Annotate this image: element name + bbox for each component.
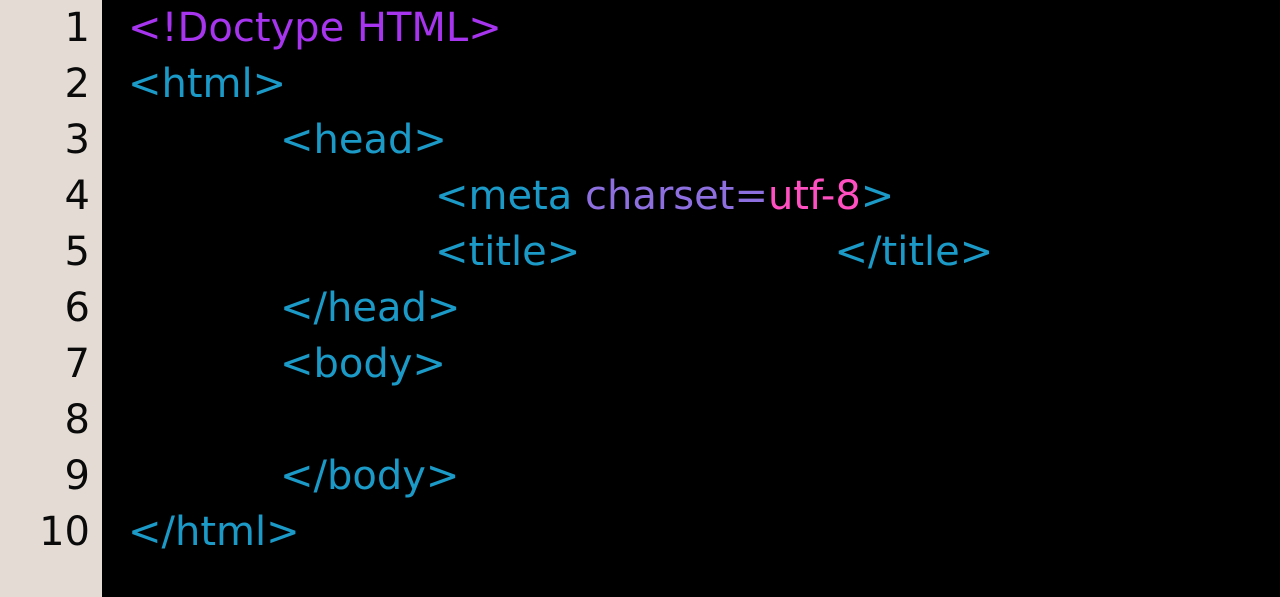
token-doctype: <!Doctype HTML> xyxy=(128,5,502,51)
line-number: 8 xyxy=(64,397,90,443)
token-tag: </html> xyxy=(128,509,300,555)
line-number-gutter: 1 2 3 4 5 6 7 8 9 10 xyxy=(0,0,102,597)
code-line[interactable]: </html> xyxy=(102,504,1280,560)
line-number: 9 xyxy=(64,453,90,499)
code-line[interactable]: <html> xyxy=(102,56,1280,112)
code-line[interactable]: <meta charset=utf-8> xyxy=(102,168,1280,224)
code-line[interactable]: </head> xyxy=(102,280,1280,336)
token-tag: <body> xyxy=(280,341,446,387)
line-number: 3 xyxy=(64,117,90,163)
line-number: 5 xyxy=(64,229,90,275)
code-line[interactable]: <body> xyxy=(102,336,1280,392)
line-number: 7 xyxy=(64,341,90,387)
line-number: 6 xyxy=(64,285,90,331)
line-number: 1 xyxy=(64,5,90,51)
line-number: 4 xyxy=(64,173,90,219)
code-line[interactable]: <!Doctype HTML> xyxy=(102,0,1280,56)
token-gap xyxy=(580,229,834,275)
code-line[interactable]: <head> xyxy=(102,112,1280,168)
token-tag: </head> xyxy=(280,285,461,331)
token-tag: > xyxy=(860,173,895,219)
token-value: utf-8 xyxy=(767,173,861,219)
code-text-area[interactable]: <!Doctype HTML> <html> <head> <meta charset… xyxy=(102,0,1280,597)
token-eq: = xyxy=(734,173,768,219)
line-number: 2 xyxy=(64,61,90,107)
token-tag: <html> xyxy=(128,61,287,107)
token-tag: <meta xyxy=(435,173,585,219)
line-number: 10 xyxy=(39,509,90,555)
token-tag: <title> xyxy=(435,229,581,275)
code-line[interactable]: <title> </title> xyxy=(102,224,1280,280)
code-line[interactable] xyxy=(102,392,1280,448)
token-tag: </body> xyxy=(280,453,460,499)
token-tag: <head> xyxy=(280,117,447,163)
code-line[interactable]: </body> xyxy=(102,448,1280,504)
token-tag: </title> xyxy=(834,229,994,275)
token-attr: charset xyxy=(585,173,735,219)
